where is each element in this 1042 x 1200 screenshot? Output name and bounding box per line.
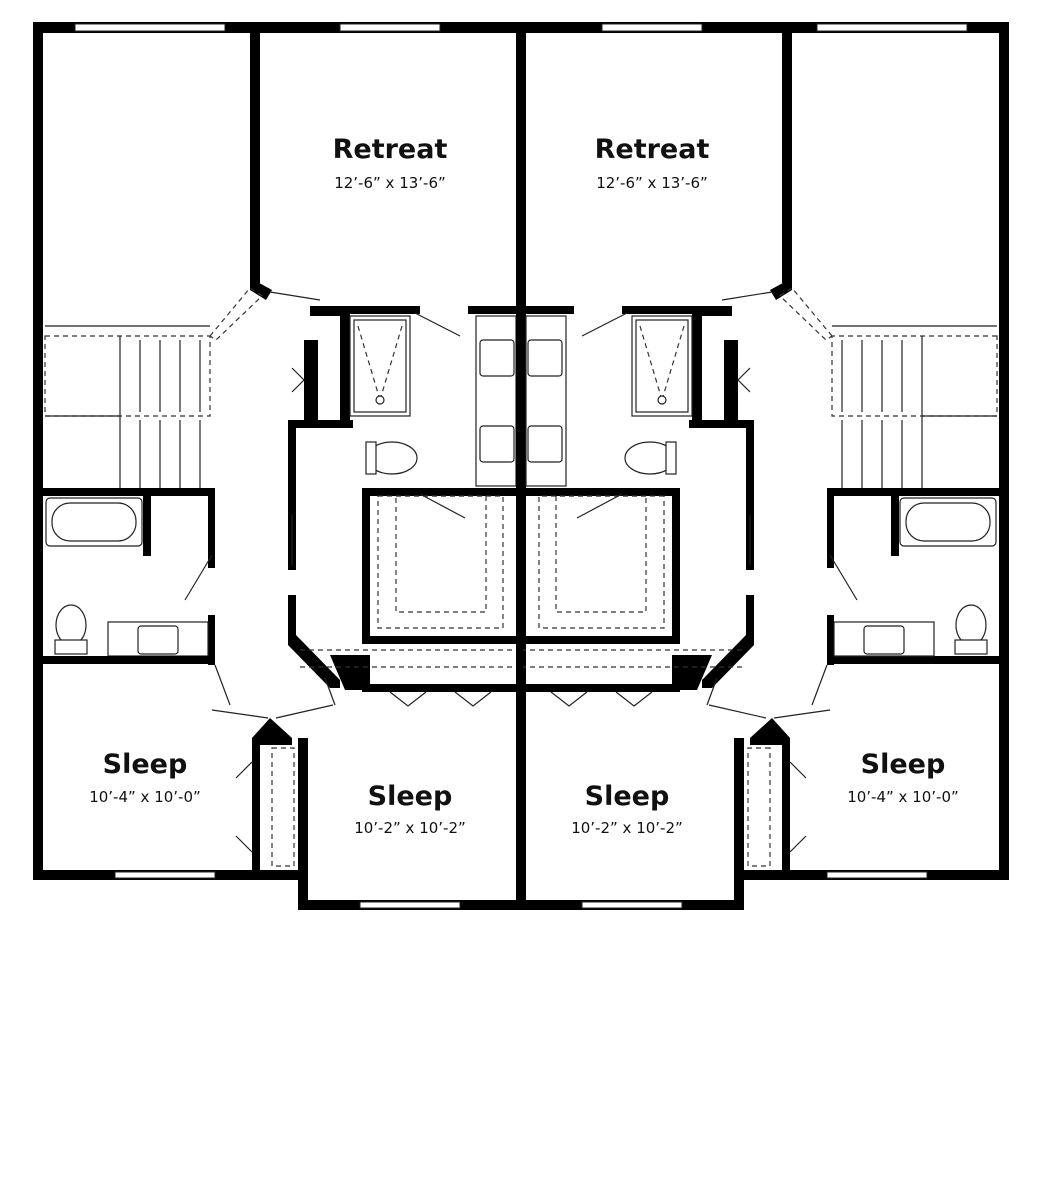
room-label-retreat-right: Retreat 12’-6” x 13’-6” (595, 134, 710, 192)
window (359, 901, 461, 909)
interior-wall (362, 488, 519, 496)
stair-rail (209, 287, 263, 341)
interior-wall (288, 595, 296, 635)
room-name: Retreat (595, 134, 710, 165)
room-label-sleep-far-right: Sleep 10’-4” x 10’-0” (847, 749, 959, 806)
stair-treads (139, 340, 201, 488)
interior-wall (304, 340, 318, 420)
interior-wall (43, 656, 213, 664)
toilet (55, 604, 87, 646)
door (211, 709, 269, 719)
exterior-wall-left (33, 22, 43, 880)
exterior-wall-bump-left (298, 870, 308, 910)
interior-wall (340, 306, 420, 314)
door (214, 664, 231, 706)
interior-wall (288, 420, 353, 428)
room-name: Sleep (103, 749, 188, 780)
interior-wall (250, 278, 272, 300)
closet-corner (252, 718, 292, 745)
interior-wall (310, 306, 350, 316)
interior-wall (288, 635, 340, 688)
bathtub (45, 497, 143, 547)
window (74, 23, 226, 32)
door (324, 677, 336, 706)
room-name: Sleep (368, 781, 453, 812)
door (389, 691, 427, 707)
room-name: Retreat (333, 134, 448, 165)
door (419, 493, 466, 519)
stair-landing (44, 335, 211, 417)
room-name: Sleep (861, 749, 946, 780)
closet (271, 747, 295, 867)
left-unit (33, 22, 519, 910)
interior-wall (143, 496, 151, 556)
door (414, 312, 461, 337)
room-dimensions: 12’-6” x 13’-6” (334, 174, 446, 192)
door (454, 691, 492, 707)
interior-wall (252, 738, 260, 870)
room-dimensions: 10’-4” x 10’-0” (89, 788, 201, 806)
interior-wall (298, 738, 308, 870)
interior-wall (362, 488, 370, 638)
interior-wall (288, 420, 296, 570)
right-unit (523, 22, 1009, 910)
interior-wall (43, 488, 215, 496)
room-dimensions: 10’-2” x 10’-2” (571, 819, 683, 837)
room-label-sleep-mid-right: Sleep 10’-2” x 10’-2” (571, 781, 683, 837)
exterior-wall-top-left (33, 22, 519, 33)
window (339, 23, 441, 32)
window (114, 871, 216, 879)
interior-wall (362, 684, 519, 692)
room-label-retreat-left: Retreat 12’-6” x 13’-6” (333, 134, 448, 192)
interior-wall (468, 306, 519, 314)
interior-wall (208, 488, 215, 568)
party-wall (516, 22, 526, 910)
door (235, 761, 253, 779)
door (275, 704, 334, 719)
room-name: Sleep (585, 781, 670, 812)
room-dimensions: 12’-6” x 13’-6” (596, 174, 708, 192)
room-dimensions: 10’-2” x 10’-2” (354, 819, 466, 837)
sink (479, 339, 515, 377)
room-label-sleep-mid-left: Sleep 10’-2” x 10’-2” (354, 781, 466, 837)
door (235, 835, 253, 853)
door (184, 554, 213, 601)
interior-wall (340, 306, 350, 426)
room-label-sleep-far-left: Sleep 10’-4” x 10’-0” (89, 749, 201, 806)
walk-in-closet (377, 495, 504, 629)
sink (137, 625, 179, 655)
interior-wall (362, 636, 519, 644)
door (269, 291, 321, 301)
room-dimensions: 10’-4” x 10’-0” (847, 788, 959, 806)
interior-wall (208, 615, 215, 665)
door (291, 367, 305, 393)
interior-wall (250, 33, 260, 283)
sink (479, 425, 515, 463)
closet-corner (330, 655, 370, 690)
